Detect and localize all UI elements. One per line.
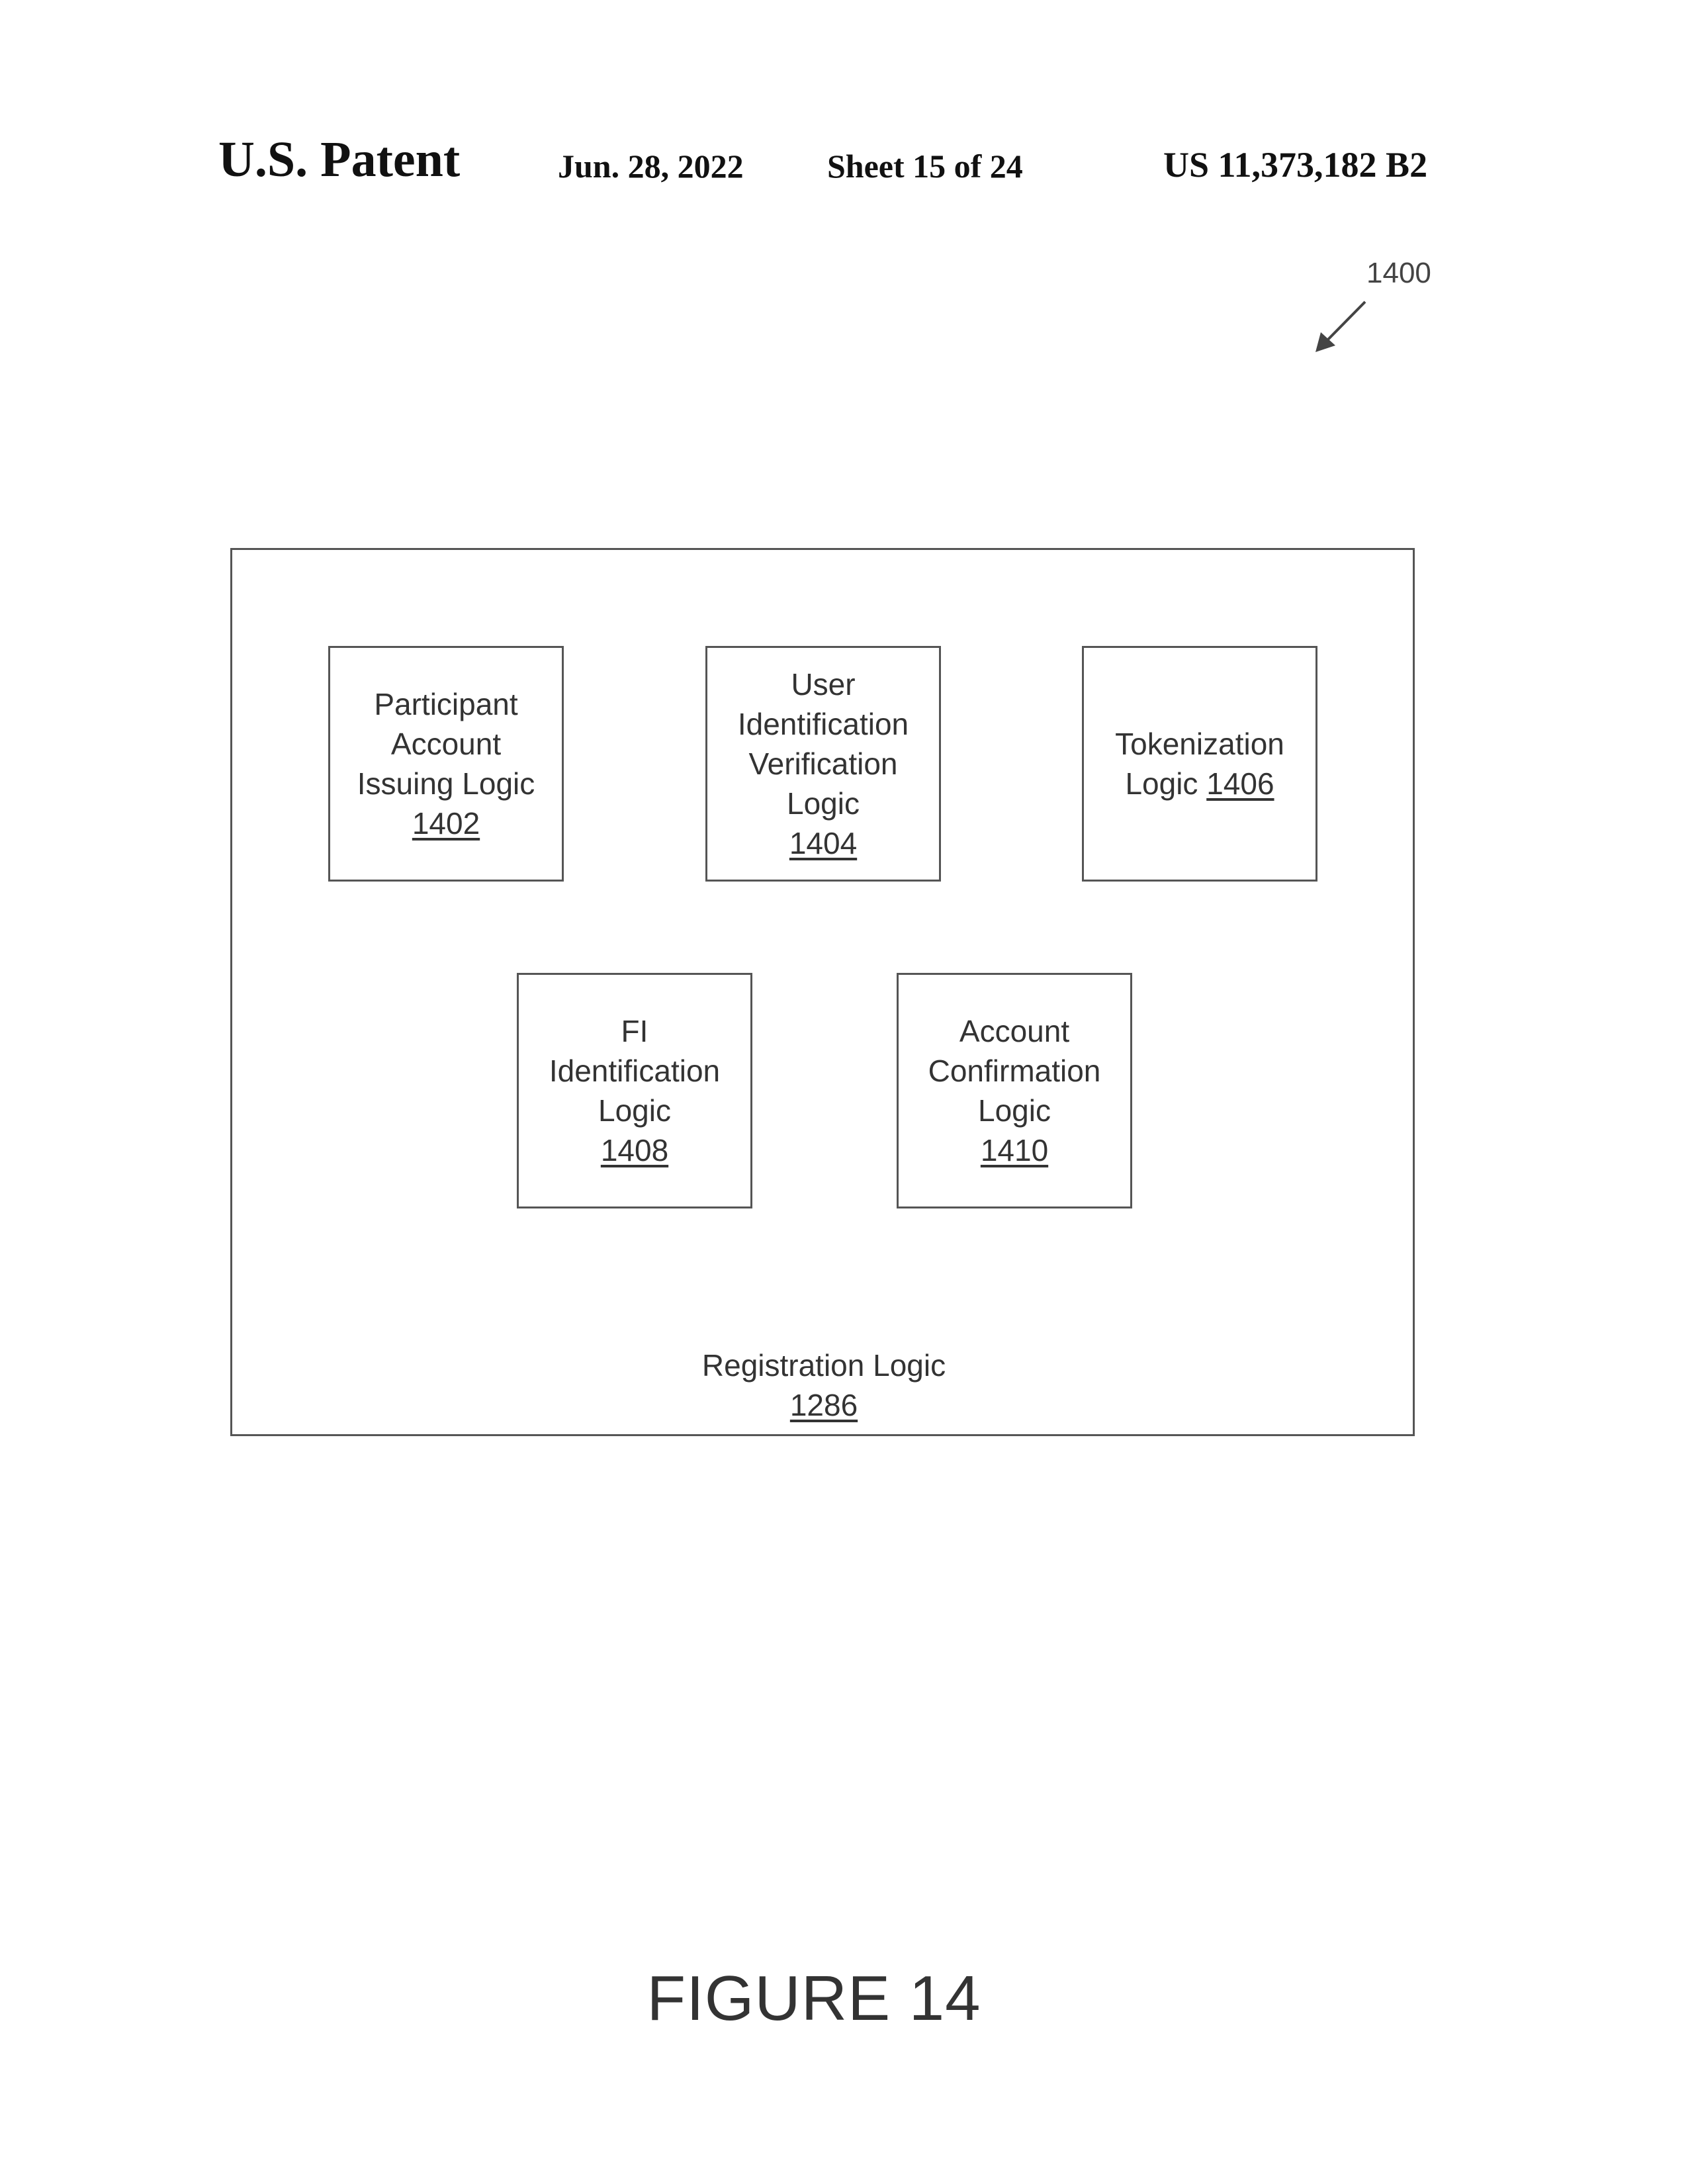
- registration-logic-caption: Registration Logic 1286: [691, 1345, 956, 1425]
- block-1410-line-1: Account: [959, 1014, 1070, 1048]
- registration-logic-number: 1286: [789, 1388, 858, 1422]
- block-1408-number: 1408: [600, 1133, 669, 1167]
- fi-identification-logic-block: FI Identification Logic 1408: [517, 973, 752, 1208]
- registration-logic-label: Registration Logic: [701, 1348, 946, 1383]
- block-1408-line-3: Logic: [598, 1093, 671, 1128]
- sheet-number: Sheet 15 of 24: [827, 148, 1023, 185]
- patent-date: Jun. 28, 2022: [558, 148, 744, 185]
- block-1404-line-3: Verification: [748, 747, 898, 781]
- block-1402-line-2: Account: [390, 727, 502, 761]
- block-1408-line-2: Identification: [549, 1054, 721, 1088]
- block-1408-line-1: FI: [621, 1014, 648, 1048]
- block-1406-number: 1406: [1206, 766, 1274, 801]
- registration-logic-container: [230, 548, 1415, 1436]
- block-1406-line-1: Tokenization: [1115, 727, 1284, 761]
- tokenization-logic-block: Tokenization Logic 1406: [1082, 646, 1317, 882]
- block-1404-line-1: User: [791, 667, 856, 702]
- block-1406-line-2: Logic 1406: [1125, 764, 1274, 803]
- user-identification-verification-logic-block: User Identification Verification Logic 1…: [705, 646, 941, 882]
- block-1404-line-2: Identification: [737, 707, 909, 741]
- block-1410-line-3: Logic: [978, 1093, 1051, 1128]
- block-1404-number: 1404: [789, 826, 858, 860]
- block-1402-line-1: Participant: [374, 687, 518, 721]
- block-1410-number: 1410: [980, 1133, 1049, 1167]
- block-1406-line-2-text: Logic: [1125, 766, 1198, 801]
- reference-arrow-icon: [1315, 300, 1366, 352]
- block-1402-line-3: Issuing Logic: [357, 766, 535, 801]
- participant-account-issuing-logic-block: Participant Account Issuing Logic 1402: [328, 646, 564, 882]
- block-1402-number: 1402: [412, 806, 480, 841]
- patent-header-title: U.S. Patent: [218, 132, 461, 187]
- block-1410-line-2: Confirmation: [928, 1054, 1101, 1088]
- figure-label: FIGURE 14: [646, 1963, 981, 2034]
- patent-number: US 11,373,182 B2: [1163, 145, 1428, 185]
- figure-reference-number: 1400: [1366, 257, 1431, 289]
- block-1404-line-4: Logic: [787, 786, 860, 821]
- account-confirmation-logic-block: Account Confirmation Logic 1410: [897, 973, 1132, 1208]
